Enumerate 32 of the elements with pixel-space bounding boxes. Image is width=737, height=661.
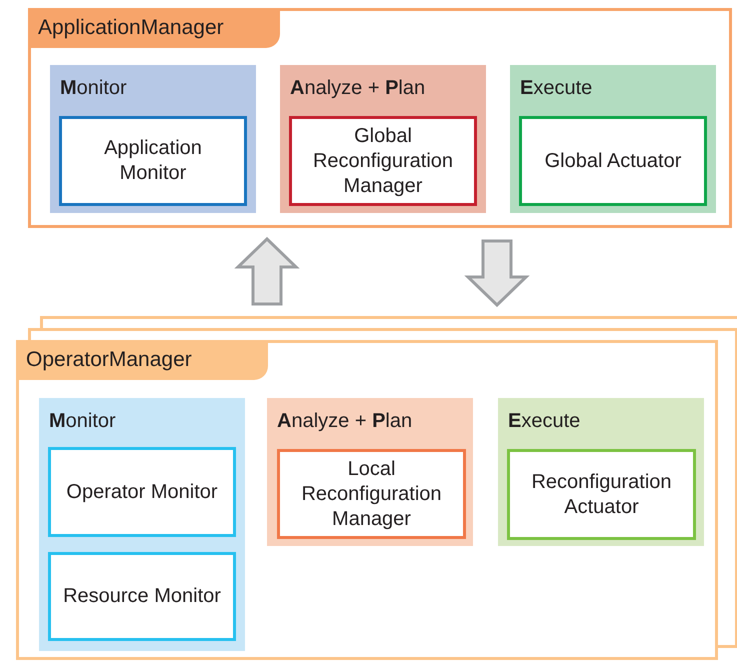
- manager-panel: [28, 8, 732, 228]
- component-box: [519, 116, 707, 206]
- component-box: [48, 447, 236, 537]
- manager-title: OperatorManager: [16, 340, 268, 380]
- block-arrow: [234, 236, 300, 306]
- phase-title: Analyze + Plan: [290, 76, 426, 101]
- component-label: Reconfiguration Actuator: [530, 470, 673, 520]
- manager-title: ApplicationManager: [28, 8, 280, 48]
- component-label: Operator Monitor: [66, 480, 218, 504]
- phase-panel: [50, 65, 256, 213]
- component-box: [507, 449, 696, 540]
- component-label: Resource Monitor: [63, 584, 221, 609]
- component-box: [289, 116, 477, 206]
- phase-panel: [510, 65, 716, 213]
- phase-panel: [280, 65, 486, 213]
- component-label: Global Reconfiguration Manager: [312, 124, 454, 198]
- phase-panel: [39, 398, 245, 651]
- phase-panel: [267, 398, 473, 546]
- phase-title: Analyze + Plan: [277, 409, 412, 434]
- component-box: [48, 552, 236, 641]
- component-label: Local Reconfiguration Manager: [300, 456, 443, 532]
- phase-title: Execute: [520, 76, 592, 101]
- phase-title: Monitor: [60, 76, 127, 101]
- component-label: Application Monitor: [103, 136, 203, 186]
- component-label: Global Actuator: [544, 148, 682, 174]
- component-box: [277, 449, 466, 539]
- phase-title: Execute: [508, 409, 580, 434]
- component-box: [59, 116, 247, 206]
- manager-panel: [16, 340, 718, 660]
- phase-panel: [498, 398, 704, 546]
- block-arrow: [464, 240, 530, 308]
- phase-title: Monitor: [49, 409, 116, 434]
